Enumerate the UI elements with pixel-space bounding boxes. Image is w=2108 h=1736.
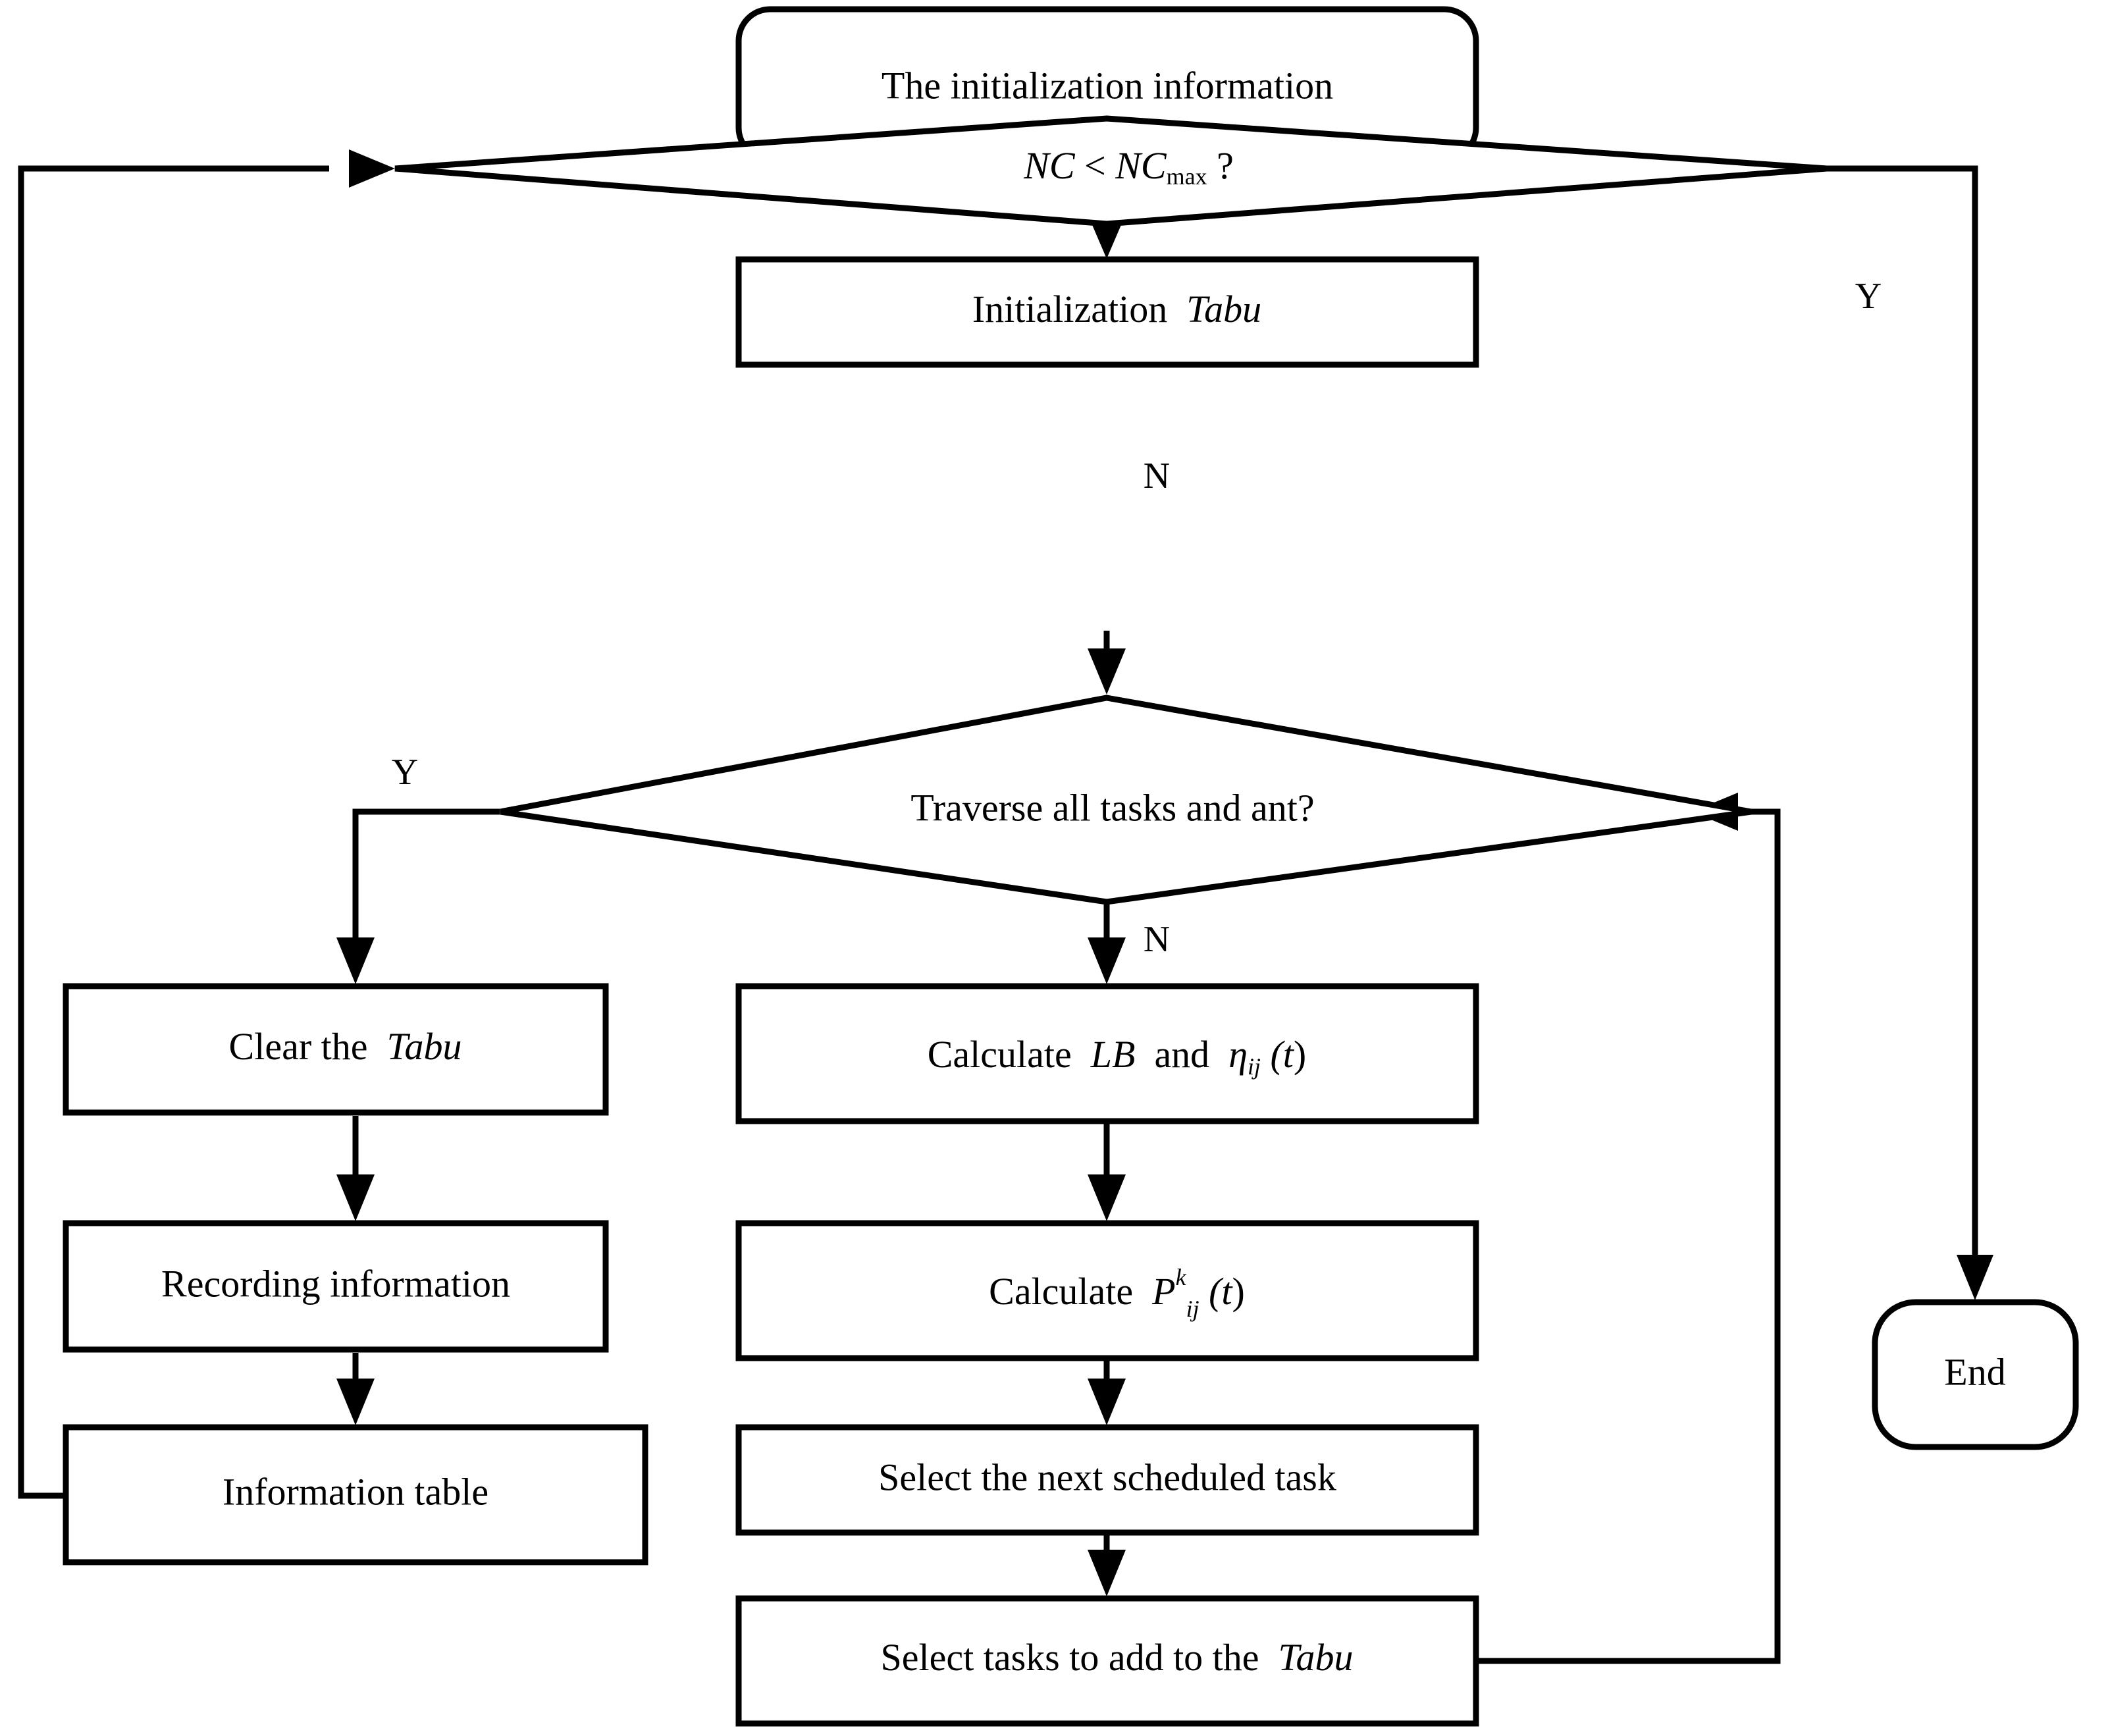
edge-label-traverse-no: N — [1144, 919, 1170, 960]
node-decision-nc-label: NC < NCmax ? — [957, 144, 1282, 190]
node-information-table[interactable]: Information table — [63, 1424, 648, 1565]
node-end-label: End — [1944, 1350, 2005, 1393]
node-calculate-p-label: Calculate Pkij (t) — [922, 1264, 1293, 1322]
edge-calculate-lb-to-calculate-p — [1088, 1122, 1126, 1221]
node-clear-tabu[interactable]: Clear the Tabu — [63, 983, 609, 1116]
node-recording-information[interactable]: Recording information — [63, 1220, 609, 1353]
node-select-next-task[interactable]: Select the next scheduled task — [735, 1424, 1479, 1536]
node-decision-traverse[interactable]: Traverse all tasks and ant? — [500, 695, 1752, 905]
node-select-add-tabu-label: Select tasks to add to the Tabu — [814, 1636, 1401, 1679]
node-select-add-tabu[interactable]: Select tasks to add to the Tabu — [735, 1595, 1479, 1727]
node-end-terminal[interactable]: End — [1872, 1299, 2079, 1450]
edge-decision-nc-yes-to-end — [1827, 165, 1993, 1300]
edge-init-tabu-to-decision-traverse — [1088, 631, 1126, 695]
node-recording-information-label: Recording information — [161, 1262, 510, 1305]
node-init-tabu-prefix: Initialization — [972, 288, 1177, 330]
node-clear-tabu-label: Clear the Tabu — [162, 1025, 510, 1068]
edge-clear-tabu-to-recording-information — [336, 1116, 375, 1221]
node-decision-nc[interactable]: NC < NCmax ? — [394, 115, 1828, 227]
edge-decision-traverse-yes-to-clear-tabu — [336, 808, 500, 984]
edge-recording-information-to-information-table — [336, 1353, 375, 1425]
edge-label-nc-no: N — [1144, 456, 1170, 496]
node-start-terminal[interactable]: The initialization information — [735, 6, 1479, 163]
node-calculate-lb-label: Calculate LB and ηij (t) — [860, 1033, 1354, 1080]
edge-information-table-to-decision-nc — [18, 149, 395, 1499]
edge-select-next-task-to-select-add-tabu — [1088, 1531, 1126, 1596]
node-calculate-p[interactable]: Calculate Pkij (t) — [735, 1220, 1479, 1361]
edge-label-traverse-yes: Y — [392, 752, 418, 793]
edge-label-nc-yes: Y — [1855, 276, 1882, 317]
node-init-tabu[interactable]: Initialization Tabu — [735, 256, 1479, 368]
node-select-next-task-label: Select the next scheduled task — [878, 1456, 1336, 1498]
node-decision-traverse-label: Traverse all tasks and ant? — [910, 786, 1314, 829]
edge-decision-traverse-no-to-calculate-lb — [1088, 899, 1126, 984]
node-calculate-lb[interactable]: Calculate LB and ηij (t) — [735, 983, 1479, 1124]
edge-select-add-tabu-to-decision-traverse — [1477, 793, 1781, 1664]
node-init-tabu-label: Initialization Tabu — [905, 288, 1309, 330]
node-information-table-label: Information table — [223, 1470, 488, 1513]
node-start-label: The initialization information — [882, 64, 1333, 107]
